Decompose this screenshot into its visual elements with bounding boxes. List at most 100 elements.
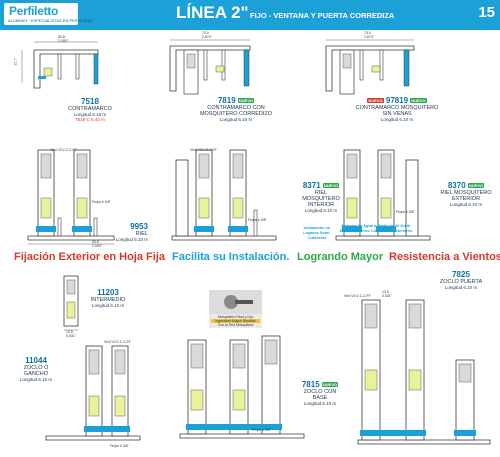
profile-code: 11044 xyxy=(25,356,47,365)
brand-subtitle: ALUMINIO · ESPECIALISTAS EN PERFILERÍA xyxy=(8,18,93,23)
new-badge: NUEVO xyxy=(237,98,255,104)
profile-name: INTERMEDIO xyxy=(90,297,126,303)
profile-code: 8370 xyxy=(447,181,466,190)
profile-11044-label: 11044 ZOCLO Ó GANCHO Longitud 6.10 m xyxy=(14,356,58,382)
profile-8371-label: 8371 NUEVO RIEL MOSQUITERO INTERIOR Long… xyxy=(298,181,344,213)
dim-width-in: 0.531" xyxy=(66,334,77,338)
new-badge: NUEVO xyxy=(322,183,340,189)
profile-11203-label: 11203 INTERMEDIO Longitud 6.10 m xyxy=(84,288,132,308)
page-title: LÍNEA 2" xyxy=(176,3,249,22)
water-entry-line-1: Entrada de Agua a Partir de 20 Km/h xyxy=(341,223,411,228)
profile-7518-label: 7518 CONTRAMARCO Longitud 6.10 m 7518-C … xyxy=(54,97,126,122)
dim-width-in: 2.874" xyxy=(364,35,375,39)
profile-length: Longitud 6.10 m xyxy=(73,112,107,117)
profile-length: Longitud 6.10 m xyxy=(444,285,478,290)
profile-7518-drawing: 50.8 2.000" 21.7 xyxy=(13,35,108,98)
promo-box: Mosquitero Fácil y Lijo Ingredient Mayor… xyxy=(209,290,262,328)
water-entry-note: Entrada de Agua a Partir de 20 Km/h En M… xyxy=(338,223,414,234)
dim-width-mm: 73.0 xyxy=(202,31,209,35)
profile-name: CONTRAMARCO CON MOSQUITERO CORREDIZO xyxy=(199,105,273,117)
felpa-label: Felpa # 3/8" xyxy=(110,444,129,448)
felpa-label: Felpa # 3/8" xyxy=(248,218,267,222)
profile-name: ZOCLO Ó GANCHO xyxy=(23,365,49,377)
dim-width-mm: 50.8 xyxy=(58,35,65,39)
promo-text: Mosquitero Fácil y Lijo Ingredient Mayor… xyxy=(211,315,260,327)
profile-code: 7518 xyxy=(81,97,99,106)
tagline-part-3: Logrando Mayor xyxy=(297,251,384,263)
profile-97819-label: NUEVO 97819 NUEVO CONTRAMARCO MOSQUITERO… xyxy=(354,96,440,122)
profile-7825-label: 7825 ZOCLO PUERTA Longitud 6.10 m xyxy=(432,270,490,290)
vinil-label: Vinil VCV-C-2-FF xyxy=(344,294,371,298)
profile-length: Longitud 6.10 m xyxy=(91,303,125,308)
profile-11044-drawing: Vinil VCV-C-2-FF Felpa # 3/8" xyxy=(40,340,150,452)
profile-7815-label: 7815 NUEVO ZOCLO CON BASE Longitud 6.10 … xyxy=(300,380,340,406)
profile-code: 7815 xyxy=(301,380,320,389)
profile-7819-label: 7819 NUEVO CONTRAMARCO CON MOSQUITERO CO… xyxy=(196,96,276,122)
dim-width-in: 2.874" xyxy=(202,35,213,39)
page-number: 15 xyxy=(478,4,495,21)
dim-width-in: 0.531" xyxy=(382,294,393,298)
tagline-part-1: Fijación Exterior en Hoja Fija xyxy=(14,251,165,263)
profile-name: ZOCLO PUERTA xyxy=(439,279,483,285)
profile-11203-drawing: 13.5 0.531" xyxy=(58,272,88,338)
promo-line-2: Ingredient Mayor Rendido xyxy=(211,319,260,324)
profile-length: Longitud 6.10 m xyxy=(219,117,253,122)
profile-7815-drawing: Felpa # 3/8" xyxy=(170,330,310,450)
profile-name: RIEL MOSQUITERO INTERIOR xyxy=(302,190,340,208)
profile-name: RIEL xyxy=(135,231,148,237)
profile-9953-drawing: Vinil VCV-C-2-FF Felpa # 3/8" 50.8 2.000… xyxy=(14,140,119,248)
profile-length-alt: 7518-C 6.40 m xyxy=(75,117,105,122)
profile-code: 9953 xyxy=(130,222,148,231)
profile-length: Longitud 6.10 m xyxy=(380,117,414,122)
dim-width-mm: 50.8 xyxy=(92,240,99,244)
brand-name: Perfiletto xyxy=(9,4,59,18)
profile-97819-drawing: 73.0 2.874" xyxy=(318,31,418,106)
profile-name: CONTRAMARCO xyxy=(68,106,112,112)
dim-width-in: 2.000" xyxy=(92,244,103,248)
page-subtitle: FIJO - VENTANA Y PUERTA CORREDIZA xyxy=(250,11,395,20)
profile-8371-drawing: Vinil VCV-C-2-FF Felpa # 3/8" xyxy=(160,140,280,248)
profile-length: Longitud 6.10 m xyxy=(115,237,148,242)
page-header: Perfiletto ALUMINIO · ESPECIALISTAS EN P… xyxy=(0,0,500,30)
profile-length: Longitud 6.10 m xyxy=(303,401,337,406)
vinil-label: Vinil VCV-C-2-FF xyxy=(104,340,131,344)
vinil-label: Vinil VCV-C-2-FF xyxy=(190,148,217,152)
profile-length: Longitud 6.10 m xyxy=(449,202,483,207)
profile-code: 7819 xyxy=(217,96,236,105)
profile-code: 97819 xyxy=(385,96,409,105)
felpa-label: Felpa # 3/8" xyxy=(252,428,271,432)
profile-9953-label: 9953 RIEL Longitud 6.10 m xyxy=(88,222,148,242)
new-badge: NUEVO xyxy=(410,98,427,104)
tagline-part-4: Resistencia a Vientos. xyxy=(389,251,500,263)
brand-logo: Perfiletto ALUMINIO · ESPECIALISTAS EN P… xyxy=(4,3,93,25)
new-badge-prefix: NUEVO xyxy=(367,98,384,104)
profile-name: CONTRAMARCO MOSQUITERO SIN VENAS xyxy=(355,105,439,117)
tagline-part-2: Facilita su Instalación. xyxy=(172,251,290,263)
profile-name: ZOCLO CON BASE xyxy=(303,389,337,401)
installation-note: Instalación en Lugares Semi-Cubiertos xyxy=(303,225,331,240)
felpa-label: Felpa # 3/8" xyxy=(92,200,111,204)
dim-width-mm: 13.5 xyxy=(66,330,73,334)
profile-7819-drawing: 73.0 2.874" xyxy=(160,31,256,106)
profile-length: Longitud 6.10 m xyxy=(304,208,338,213)
profile-8370-drawing: Felpa # 3/8" xyxy=(330,140,438,248)
felpa-label: Felpa # 3/8" xyxy=(396,210,415,214)
tagline: Fijación Exterior en Hoja Fija Facilita … xyxy=(0,251,500,269)
dim-width-mm: 73.0 xyxy=(364,31,371,35)
promo-line-1: Mosquitero Fácil y Lijo xyxy=(218,315,253,319)
profile-code: 8371 xyxy=(302,181,321,190)
profile-length: Longitud 6.10 m xyxy=(19,377,53,382)
profile-code: 11203 xyxy=(97,288,119,297)
dim-width-in: 2.000" xyxy=(58,39,69,43)
water-entry-line-2: En Mosquiteros Corredizos Exteriores xyxy=(339,227,413,233)
profile-code: 7825 xyxy=(452,270,470,279)
profile-name: RIEL MOSQUITERO EXTERIOR xyxy=(440,190,492,202)
profile-7825-drawing: 13.5 0.531" Vinil VCV-C-2-FF xyxy=(344,290,496,452)
profile-8370-label: 8370 NUEVO RIEL MOSQUITERO EXTERIOR Long… xyxy=(440,181,492,207)
promo-illustration xyxy=(209,290,262,314)
new-badge: NUEVO xyxy=(467,183,485,189)
vinil-label: Vinil VCV-C-2-FF xyxy=(50,148,77,152)
new-badge: NUEVO xyxy=(321,382,339,388)
promo-line-3: Con la Tela Mosquitera xyxy=(217,323,254,328)
dim-height-mm: 21.7 xyxy=(13,58,18,66)
